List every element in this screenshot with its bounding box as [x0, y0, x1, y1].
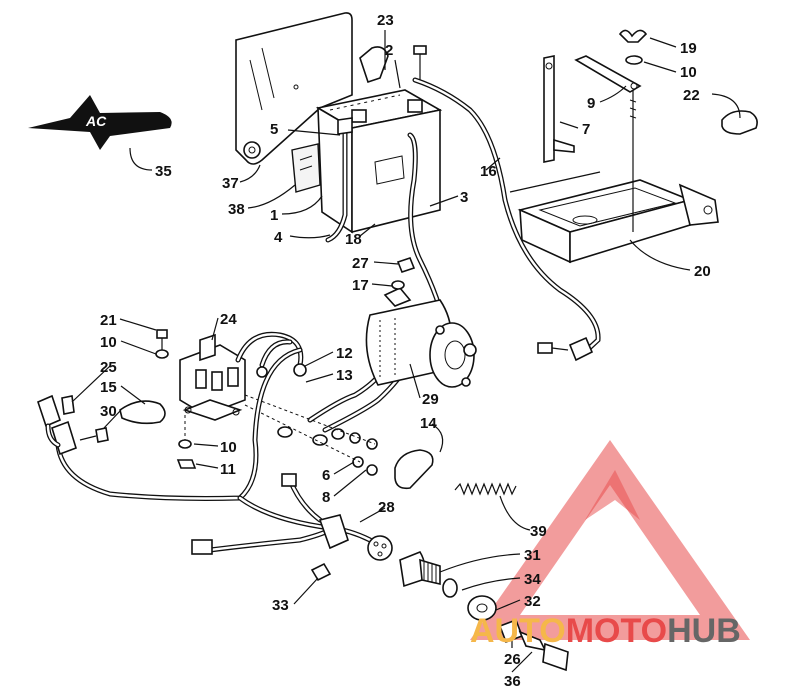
battery-pad [291, 143, 321, 193]
callout-32: 32 [524, 593, 541, 610]
callout-14: 14 [420, 415, 437, 432]
callout-20: 20 [694, 263, 711, 280]
callout-6: 6 [322, 467, 330, 484]
logo-decal: AC [28, 95, 172, 150]
callout-26: 26 [504, 651, 521, 668]
callout-34: 34 [524, 571, 541, 588]
callout-29: 29 [422, 391, 439, 408]
callout-30: 30 [100, 403, 117, 420]
watermark-part-auto: AUTO [470, 612, 566, 650]
callout-13: 13 [336, 367, 353, 384]
callout-33: 33 [272, 597, 289, 614]
callout-1: 1 [270, 207, 278, 224]
callout-36: 36 [504, 673, 521, 690]
watermark-part-hub: HUB [667, 612, 741, 650]
callout-18: 18 [345, 231, 362, 248]
wiring-harness [55, 347, 393, 561]
callout-5: 5 [270, 121, 278, 138]
battery [315, 89, 443, 234]
callout-4: 4 [274, 229, 283, 246]
harness-clamp [79, 400, 166, 443]
starter-solenoid [179, 333, 246, 421]
ignition-key [518, 630, 569, 672]
starter-terminal-nut [391, 257, 416, 290]
callout-2: 2 [385, 42, 393, 59]
callout-10: 10 [680, 64, 697, 81]
callout-24: 24 [220, 311, 237, 328]
battery-tray [509, 171, 719, 264]
terminal-boot [394, 449, 434, 490]
fuse-holder [37, 394, 77, 456]
terminal-cap [359, 46, 389, 84]
callout-11: 11 [220, 461, 236, 478]
svg-text:AUTOMOTOHUB: AUTOMOTOHUB [470, 612, 741, 650]
leader-lines [71, 30, 741, 673]
callout-37: 37 [222, 175, 239, 192]
terminal-hardware [244, 394, 378, 476]
positive-cable [412, 77, 601, 362]
wing-nut [618, 29, 648, 65]
solenoid-mount-hardware [155, 329, 197, 469]
callout-39: 39 [530, 523, 547, 540]
callout-8: 8 [322, 489, 330, 506]
callout-25: 25 [100, 359, 117, 376]
callout-35: 35 [155, 163, 172, 180]
callout-15: 15 [100, 379, 117, 396]
terminal-bolt [413, 45, 427, 82]
callout-17: 17 [352, 277, 369, 294]
hold-down-bracket [543, 55, 575, 163]
watermark-text: AUTOMOTOHUB [470, 612, 741, 650]
callout-21: 21 [100, 312, 117, 329]
hold-down-strap [574, 55, 642, 93]
spring [454, 482, 517, 496]
callout-3: 3 [460, 189, 468, 206]
callout-10-c: 10 [220, 439, 237, 456]
starter-motor [365, 287, 477, 388]
callout-labels: 23 2 19 10 22 9 7 5 16 35 37 3 38 1 4 18… [100, 12, 711, 690]
cable-clamp [721, 110, 758, 135]
callout-16: 16 [480, 163, 497, 180]
tie-rod [629, 90, 637, 232]
watermark-logo [470, 440, 750, 640]
callout-28: 28 [378, 499, 395, 516]
logo-text: AC [85, 113, 107, 129]
negative-cable [407, 132, 448, 333]
callout-10-b: 10 [100, 334, 117, 351]
harness-clip [310, 562, 332, 582]
callout-27: 27 [352, 255, 369, 272]
callout-38: 38 [228, 201, 245, 218]
callout-19: 19 [680, 40, 697, 57]
battery-strap [325, 117, 353, 243]
watermark-part-moto: MOTO [566, 612, 667, 650]
callout-12: 12 [336, 345, 353, 362]
callout-31: 31 [524, 547, 541, 564]
callout-23: 23 [377, 12, 394, 29]
callout-9: 9 [587, 95, 595, 112]
ignition-switch [399, 551, 458, 598]
callout-22: 22 [683, 87, 700, 104]
callout-7: 7 [582, 121, 590, 138]
solenoid-leads [235, 331, 307, 378]
